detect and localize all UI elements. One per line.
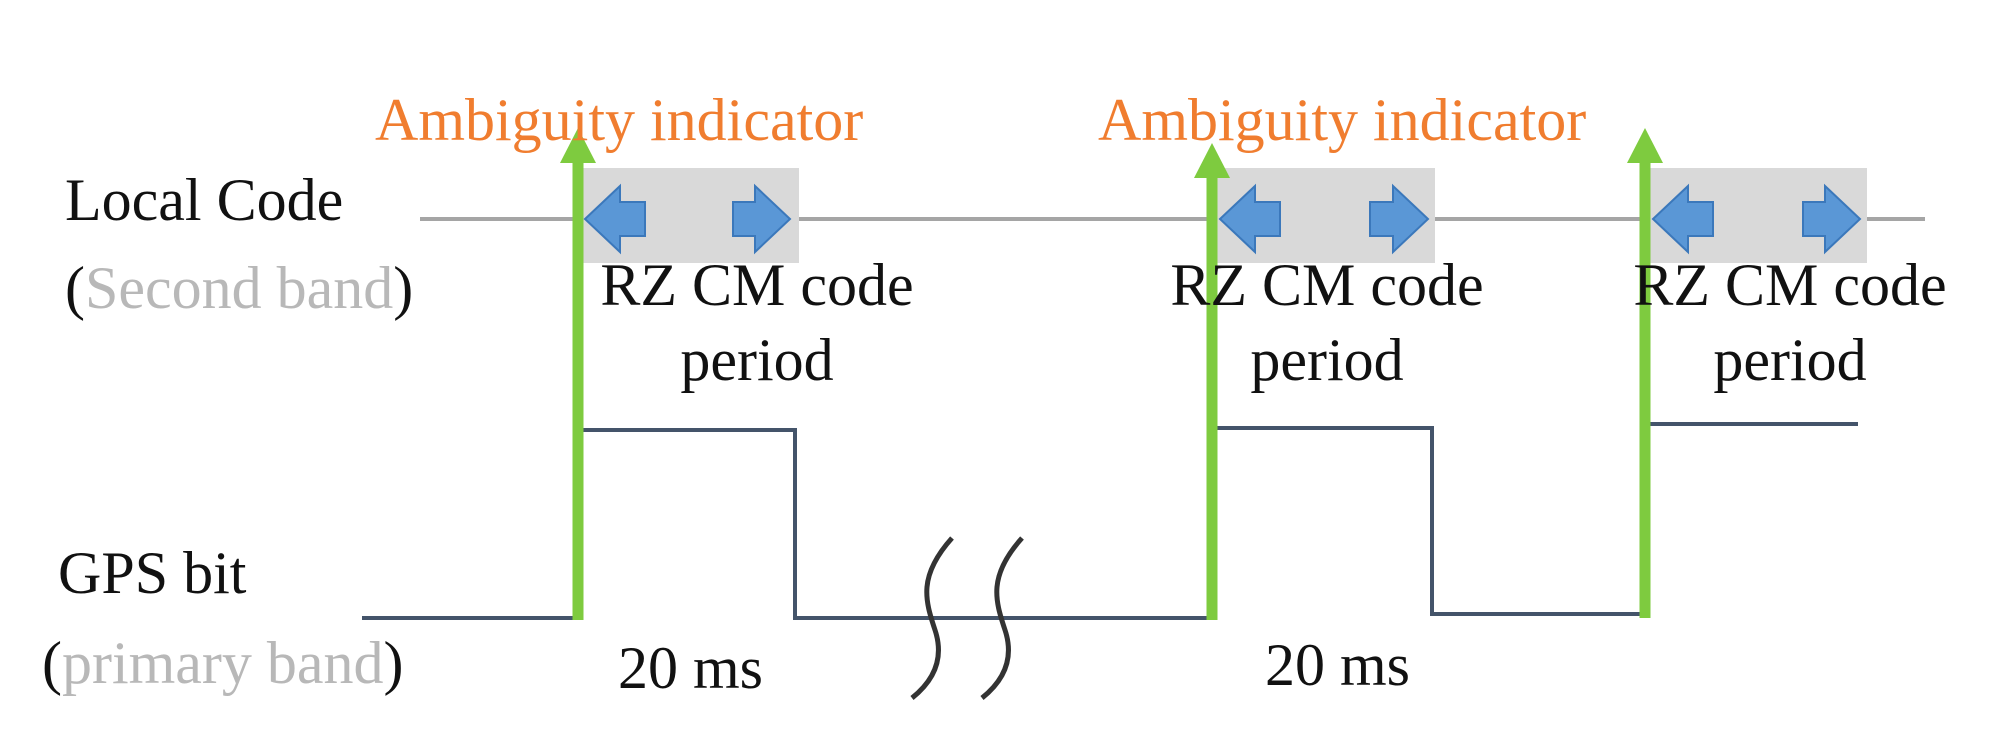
arrow-right-icon (732, 183, 792, 255)
code-period-window-3 (1644, 168, 1867, 263)
local-code-label: Local Code (65, 167, 343, 233)
primary-band-label: (primary band) (42, 630, 404, 696)
bit-duration-label-2: 20 ms (1265, 632, 1410, 698)
code-period-label-3-line-1: RZ CM code (1633, 252, 1946, 318)
ambiguity-indicator-label-1: Ambiguity indicator (375, 87, 863, 153)
arrow-left-icon (1218, 183, 1281, 255)
gps-bit-waveform-segment-1 (362, 428, 1000, 620)
code-period-window-1 (576, 168, 799, 263)
code-period-label-2-line-2: period (1250, 327, 1403, 393)
arrow-left-icon (1651, 183, 1714, 255)
ambiguity-indicator-2 (1194, 143, 1230, 620)
ambiguity-indicator-label-2: Ambiguity indicator (1098, 87, 1586, 153)
arrow-left-icon (583, 183, 646, 255)
code-period-label-3-line-2: period (1713, 327, 1866, 393)
code-period-label-1-line-2: period (680, 327, 833, 393)
ambiguity-indicator-3 (1627, 128, 1663, 618)
gps-bit-waveform-segment-2 (1000, 422, 1858, 620)
arrow-right-icon (1369, 183, 1430, 255)
code-period-window-2 (1210, 168, 1435, 263)
bit-duration-label-1: 20 ms (618, 635, 763, 701)
second-band-label: (Second band) (65, 255, 413, 321)
code-period-label-2-line-1: RZ CM code (1170, 252, 1483, 318)
arrow-right-icon (1802, 183, 1862, 255)
gps-bit-label: GPS bit (58, 540, 247, 606)
arrow-up-icon (1194, 143, 1230, 178)
ambiguity-indicator-1 (560, 128, 596, 620)
arrow-up-icon (560, 128, 596, 163)
axis-break-mark-1 (910, 536, 954, 700)
code-period-label-1-line-1: RZ CM code (600, 252, 913, 318)
arrow-up-icon (1627, 128, 1663, 163)
axis-break-mark-2 (980, 536, 1024, 700)
